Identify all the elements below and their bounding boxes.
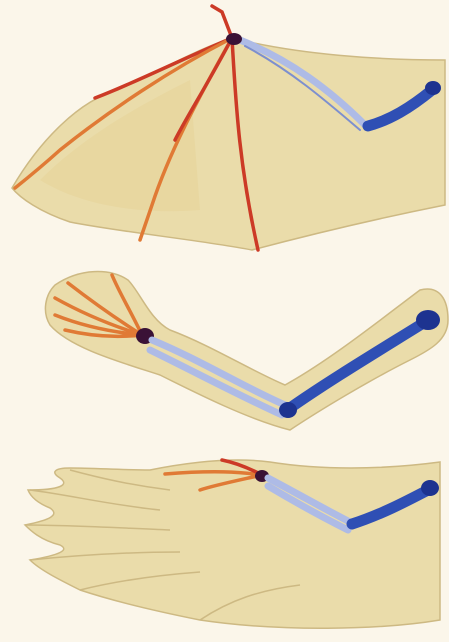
human-arm bbox=[45, 272, 448, 430]
bat-wing bbox=[12, 6, 445, 250]
human-humerus bbox=[290, 322, 425, 408]
bird-wing bbox=[25, 460, 440, 628]
bat-wing-membrane bbox=[12, 38, 445, 250]
human-humerus-head bbox=[416, 310, 440, 330]
bat-humerus-head bbox=[425, 81, 441, 95]
bat-carpals bbox=[226, 33, 242, 45]
bird-humerus-head bbox=[421, 480, 439, 496]
human-elbow bbox=[279, 402, 297, 418]
bat-digit-thumb bbox=[212, 6, 232, 38]
